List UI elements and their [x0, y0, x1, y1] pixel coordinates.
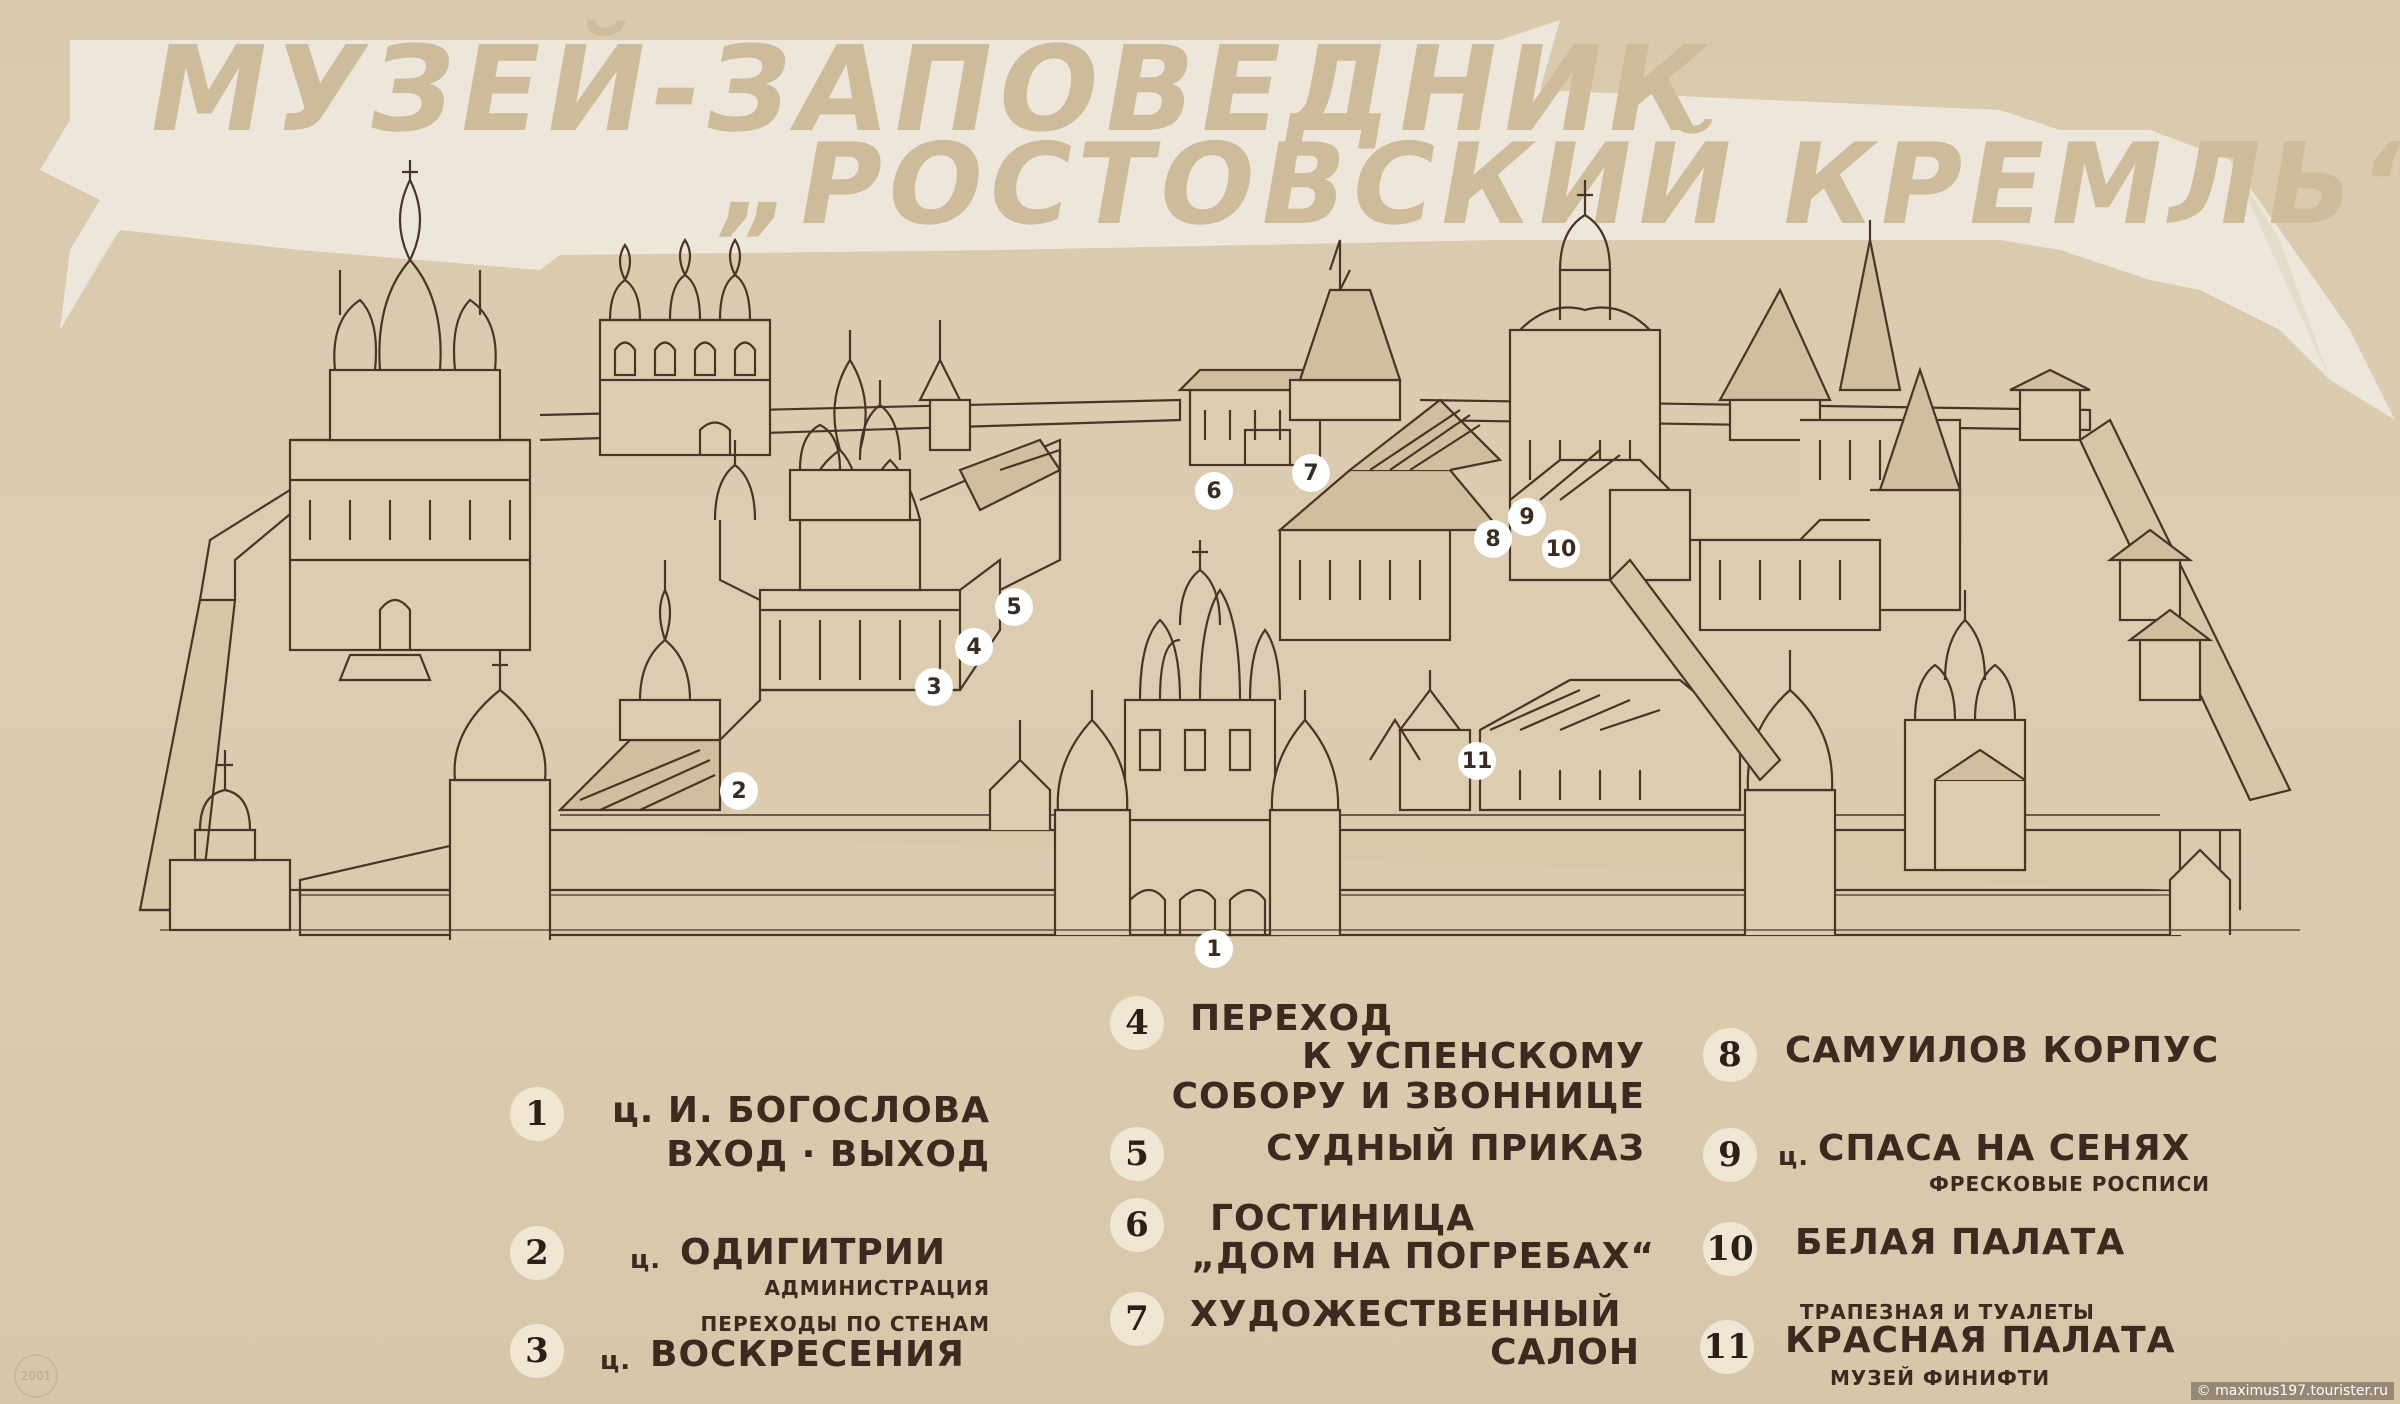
legend-9-name: СПАСА НА СЕНЯХ	[1818, 1128, 2191, 1169]
legend-4-line-3: СОБОРУ И ЗВОННИЦЕ	[1171, 1076, 1645, 1117]
hotel-building	[1177, 239, 1402, 467]
legend-5-line-1: СУДНЫЙ ПРИКАЗ	[1266, 1128, 1645, 1169]
odigitria-church	[557, 560, 762, 812]
west-gate-church	[168, 750, 292, 932]
south-gate-church	[1118, 540, 1282, 937]
inner-wall	[1608, 558, 1782, 782]
legend-10-line-1: БЕЛАЯ ПАЛАТА	[1795, 1222, 2126, 1263]
galleries-section	[760, 320, 1062, 692]
east-church	[1903, 590, 2027, 872]
map-marker-9[interactable]: 9	[1508, 498, 1546, 536]
legend-11-above: ТРАПЕЗНАЯ И ТУАЛЕТЫ	[1800, 1300, 2095, 1324]
legend-2-sub: АДМИНИСТРАЦИЯ	[764, 1276, 990, 1300]
legend-4-line-1: ПЕРЕХОД	[1190, 998, 1394, 1039]
legend-9-sub: ФРЕСКОВЫЕ РОСПИСИ	[1928, 1172, 2210, 1196]
map-marker-3[interactable]: 3	[915, 668, 953, 706]
legend-1-line-1: ц. И. БОГОСЛОВА	[611, 1090, 990, 1131]
samuil-building	[1277, 398, 1503, 642]
map-marker-11[interactable]: 11	[1458, 742, 1496, 780]
belfry	[598, 238, 772, 457]
legend-11-name: КРАСНАЯ ПАЛАТА	[1785, 1320, 2176, 1361]
map-marker-10[interactable]: 10	[1542, 530, 1580, 568]
legend-num-10: 10	[1703, 1222, 1757, 1276]
legend-num-6: 6	[1110, 1198, 1164, 1252]
red-palace	[1369, 670, 1742, 812]
legend-9-prefix: ц.	[1778, 1142, 1810, 1172]
northeast-small-buildings	[2009, 368, 2214, 702]
map-marker-5[interactable]: 5	[995, 588, 1033, 626]
legend-8-line-1: САМУИЛОВ КОРПУС	[1785, 1030, 2220, 1071]
legend-2-name: ОДИГИТРИИ	[680, 1232, 947, 1273]
legend-num-4: 4	[1110, 996, 1164, 1050]
legend-num-7: 7	[1110, 1292, 1164, 1346]
map-marker-2[interactable]: 2	[720, 772, 758, 810]
legend-num-5: 5	[1110, 1127, 1164, 1181]
legend-6-line-2: „ДОМ НА ПОГРЕБАХ“	[1191, 1236, 1655, 1277]
assumption-cathedral	[288, 160, 532, 682]
resurrection-church	[713, 330, 962, 692]
legend-3-above: ПЕРЕХОДЫ ПО СТЕНАМ	[700, 1312, 990, 1336]
legend-num-8: 8	[1703, 1028, 1757, 1082]
legend-7-line-1: ХУДОЖЕСТВЕННЫЙ	[1190, 1294, 1622, 1335]
legend-3-prefix: ц.	[600, 1346, 632, 1376]
northeast-towers	[1690, 220, 1962, 632]
church-cluster-center	[788, 380, 912, 522]
legend-3-name: ВОСКРЕСЕНИЯ	[650, 1334, 965, 1375]
legend-4-line-2: К УСПЕНСКОМУ	[1301, 1036, 1645, 1077]
map-marker-7[interactable]: 7	[1292, 454, 1330, 492]
watermark: © maximus197.tourister.ru	[2190, 1382, 2394, 1400]
round-towers	[448, 650, 2232, 940]
spasa-church	[1508, 180, 1662, 502]
legend-7-line-2: САЛОН	[1490, 1332, 1640, 1373]
legend-1-line-2: ВХОД · ВЫХОД	[666, 1134, 990, 1175]
west-wall	[138, 488, 297, 912]
map-marker-1[interactable]: 1	[1195, 930, 1233, 968]
legend-num-9: 9	[1703, 1128, 1757, 1182]
map-marker-6[interactable]: 6	[1195, 472, 1233, 510]
legend-num-11: 11	[1700, 1320, 1754, 1374]
legend-6-line-1: ГОСТИНИЦА	[1210, 1198, 1476, 1239]
legend-num-3: 3	[510, 1324, 564, 1378]
legend-11-sub: МУЗЕЙ ФИНИФТИ	[1830, 1366, 2051, 1390]
map-marker-4[interactable]: 4	[955, 628, 993, 666]
legend-2-prefix: ц.	[630, 1245, 662, 1275]
legend-num-1: 1	[510, 1087, 564, 1141]
map-marker-8[interactable]: 8	[1474, 520, 1512, 558]
legend-num-2: 2	[510, 1226, 564, 1280]
year-stamp: 2001	[14, 1354, 58, 1398]
